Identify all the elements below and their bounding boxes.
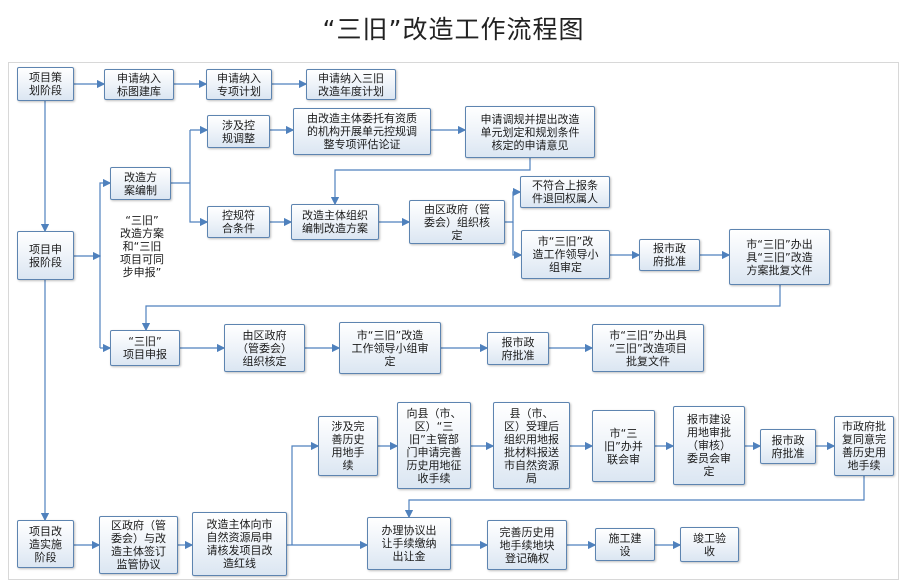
step-leading-group-review: 市“三旧”改 造工作领导小 组审定 bbox=[521, 230, 610, 279]
step-land-registration: 完善历史用 地手续地块 登记确权 bbox=[487, 520, 567, 570]
step-assessment: 由改造主体委托有资质 的机构开展单元控规调 整专项评估论证 bbox=[293, 108, 431, 155]
page-title: “三旧”改造工作流程图 bbox=[322, 15, 585, 44]
flowchart-frame bbox=[8, 62, 899, 580]
step-plan-compilation: 改造方 案编制 bbox=[110, 167, 171, 200]
step-compile-plan: 改造主体组织 编制改造方案 bbox=[291, 204, 379, 240]
step-historical-land: 涉及完 善历史 用地手 续 bbox=[318, 416, 378, 476]
step-adjust-application: 申请调规并提出改造 单元划定和规划条件 核定的申请意见 bbox=[465, 106, 595, 158]
step-land-committee: 报市建设 用地审批 （审核） 委员会审 定 bbox=[673, 406, 745, 485]
step-mapping-database: 申请纳入 标图建库 bbox=[104, 69, 174, 100]
step-completion-acceptance: 竣工验 收 bbox=[680, 527, 739, 562]
step-joint-review: 市“三 旧”办并 联会审 bbox=[592, 410, 655, 482]
step-annual-plan: 申请纳入三旧 改造年度计划 bbox=[306, 69, 396, 100]
step-apply-land-acquisition: 向县（市、 区）“三 旧”主管部 门申请完善 历史用地征 收手续 bbox=[397, 402, 471, 489]
step-city-approval-2: 报市政 府批准 bbox=[487, 332, 549, 365]
step-leading-group-review-2: 市“三旧”改造 工作领导小组审 定 bbox=[339, 322, 441, 374]
step-special-plan: 申请纳入 专项计划 bbox=[206, 69, 272, 100]
stage-planning: 项目策 划阶段 bbox=[17, 67, 74, 101]
step-construction: 施工建 设 bbox=[595, 528, 655, 561]
step-land-procedure-approval: 市政府批 复同意完 善历史用 地手续 bbox=[834, 416, 894, 476]
step-supervision-agreement: 区政府（管 委会）与改 造主体签订 监管协议 bbox=[99, 516, 178, 574]
sync-application-note: “三旧” 改造方案 和“三旧 项目可同 步申报” bbox=[120, 214, 164, 279]
step-project-application: “三旧” 项目申报 bbox=[110, 330, 180, 366]
step-transfer-fee: 办理协议出 让手续缴纳 出让金 bbox=[367, 517, 451, 570]
stage-implementation: 项目改 造实施 阶段 bbox=[17, 520, 74, 568]
step-county-submit: 县（市、 区）受理后 组织用地报 批材料报送 市自然资源 局 bbox=[493, 402, 570, 489]
step-district-verify: 由区政府（管 委会）组织核 定 bbox=[409, 200, 505, 244]
stage-application: 项目申 报阶段 bbox=[17, 231, 74, 280]
step-redline-application: 改造主体向市 自然资源局申 请核发项目改 造红线 bbox=[192, 512, 287, 576]
step-regulatory-compliant: 控规符 合条件 bbox=[207, 206, 270, 238]
step-plan-approval-doc: 市“三旧”办出 具“三旧”改造 方案批复文件 bbox=[729, 229, 830, 285]
step-return-owner: 不符合上报条 件退回权属人 bbox=[520, 176, 610, 208]
step-city-approval: 报市政 府批准 bbox=[639, 239, 700, 271]
step-regulatory-adjust: 涉及控 规调整 bbox=[207, 115, 270, 148]
step-district-verify-2: 由区政府 （管委会） 组织核定 bbox=[224, 324, 305, 372]
step-project-approval-doc: 市“三旧”办出具 “三旧”改造项目 批复文件 bbox=[592, 324, 704, 372]
step-city-approval-3: 报市政 府批准 bbox=[760, 429, 816, 464]
